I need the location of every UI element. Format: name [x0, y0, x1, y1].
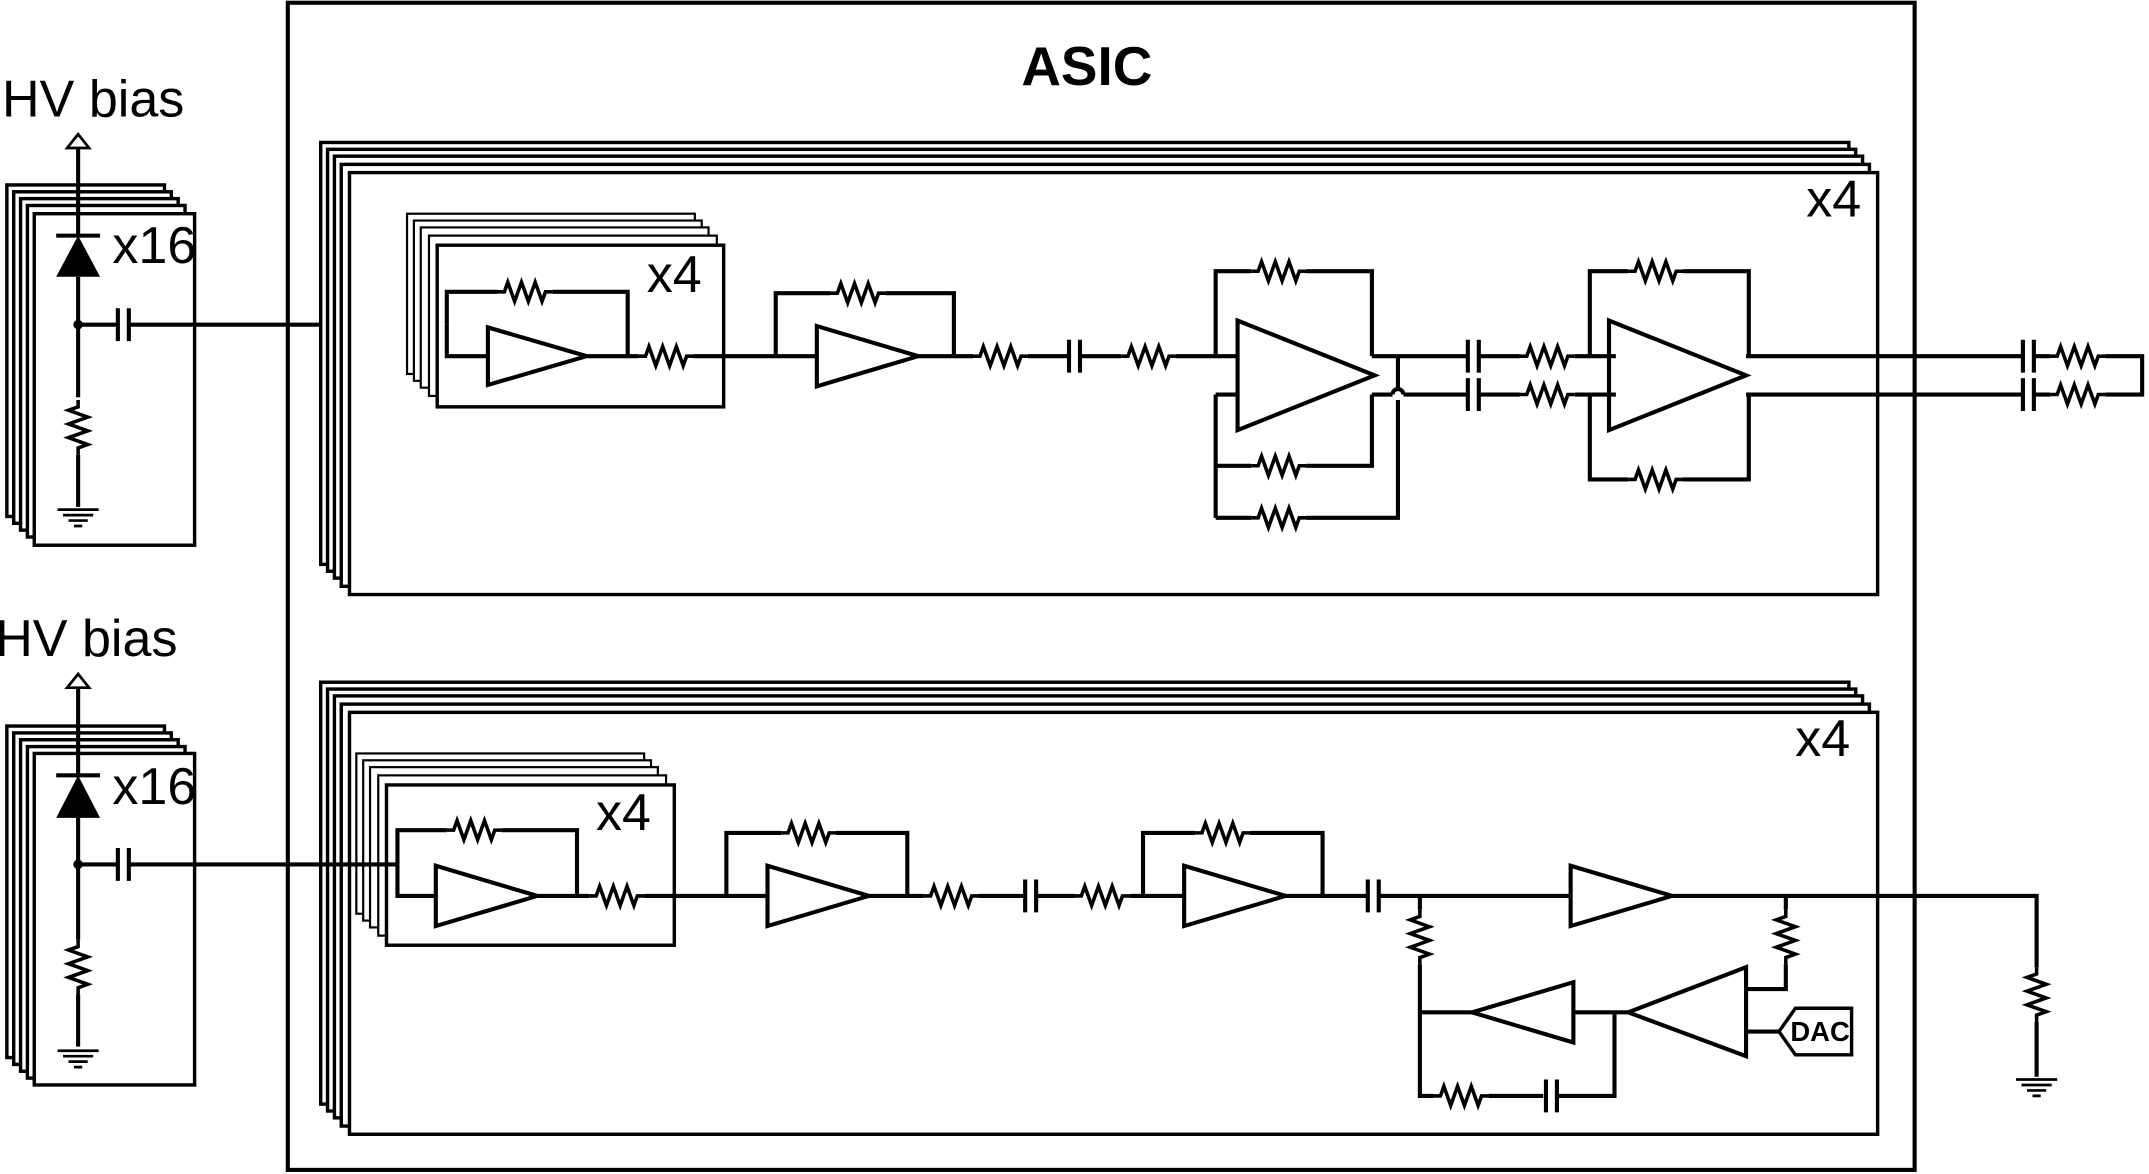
hv-bias-label-bottom: HV bias: [0, 610, 177, 668]
asic-label: ASIC: [1021, 35, 1152, 97]
bottom-signal-chain: [320, 818, 2059, 1113]
dac-label: DAC: [1790, 1016, 1850, 1047]
amplifier-2: [765, 863, 877, 929]
preamp-multiplicity-top: x4: [647, 246, 702, 304]
sensor-multiplicity-bottom: x16: [112, 758, 196, 816]
comparator-amplifier: [1622, 964, 1749, 1060]
preamp-amplifier: [433, 863, 545, 929]
differential-amplifier: [1235, 317, 1381, 434]
diode-icon: [56, 773, 101, 818]
amplifier-2: [814, 323, 926, 390]
preamp-stack-bottom: [355, 752, 677, 947]
output-buffer: [1568, 863, 1680, 929]
preamp-amplifier: [485, 324, 594, 388]
hv-bias-arrow-bottom: [64, 671, 92, 777]
preamp-multiplicity-bottom: x4: [596, 784, 651, 842]
dac-block: DAC: [1776, 1006, 1854, 1057]
sensor-stack-bottom: [5, 724, 197, 1087]
diode-icon: [56, 233, 101, 277]
preamp-stack-top: [405, 212, 726, 409]
sensor-stack-top: [5, 183, 197, 547]
asic-box: [285, 0, 1917, 1172]
channel-multiplicity-top: x4: [1806, 170, 1861, 228]
channel-multiplicity-bottom: x4: [1795, 710, 1850, 768]
output-amplifier: [1606, 317, 1752, 434]
hv-bias-label-top: HV bias: [2, 70, 184, 128]
sensor-multiplicity-top: x16: [112, 217, 196, 275]
top-signal-chain: [444, 259, 2145, 530]
hv-bias-arrow-top: [64, 132, 92, 237]
amplifier-3: [1182, 863, 1293, 929]
